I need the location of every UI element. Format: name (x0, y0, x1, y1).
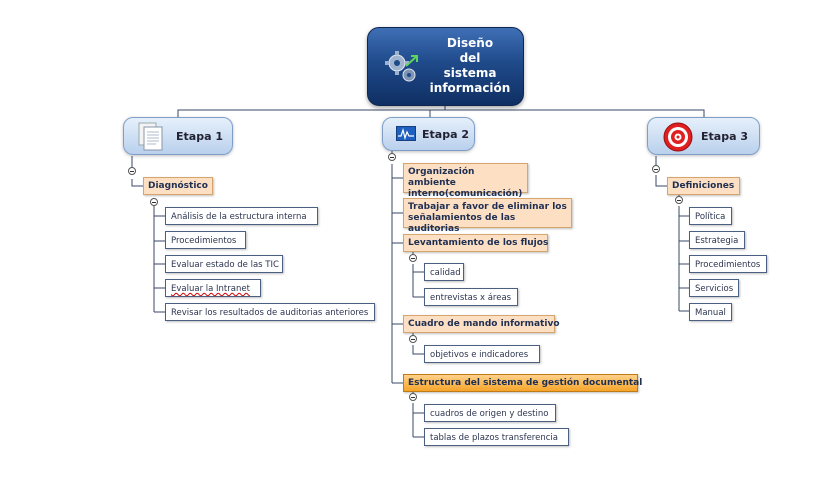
category-diagnostico[interactable]: Diagnóstico (143, 177, 213, 195)
stage-etapa-3[interactable]: Etapa 3 (647, 117, 760, 155)
list-item[interactable]: calidad (424, 263, 464, 281)
collapse-toggle[interactable] (652, 165, 660, 173)
collapse-toggle[interactable] (128, 167, 136, 175)
collapse-toggle[interactable] (388, 153, 396, 161)
category-label: Definiciones (672, 181, 735, 191)
item-label: cuadros de origen y destino (430, 409, 549, 419)
item-label: Procedimientos (695, 260, 761, 270)
list-item[interactable]: Análisis de la estructura interna (165, 207, 318, 225)
root-topic[interactable]: Diseño del sistema información (367, 27, 524, 106)
collapse-toggle[interactable] (150, 198, 158, 206)
list-item[interactable]: Procedimientos (689, 255, 767, 273)
list-item[interactable]: Manual (689, 303, 732, 321)
list-item[interactable]: Servicios (689, 279, 739, 297)
monitor-chart-icon (396, 126, 416, 141)
stage-label: Etapa 3 (701, 130, 748, 143)
collapse-toggle[interactable] (675, 196, 683, 204)
gears-icon (385, 51, 418, 82)
item-label: Política (695, 212, 726, 222)
stage-label: Etapa 1 (176, 130, 223, 143)
stage-etapa-1[interactable]: Etapa 1 (123, 117, 233, 155)
item-label: tablas de plazos transferencia (430, 433, 558, 443)
list-item[interactable]: Evaluar estado de las TIC (165, 255, 283, 273)
list-item[interactable]: cuadros de origen y destino (424, 404, 556, 422)
item-label: entrevistas x áreas (430, 293, 512, 303)
collapse-toggle[interactable] (409, 335, 417, 343)
collapse-toggle[interactable] (409, 393, 417, 401)
item-label: Evaluar la Intranet (171, 284, 250, 294)
category-label: Trabajar a favor de eliminar los señalam… (408, 202, 567, 234)
list-item[interactable]: entrevistas x áreas (424, 288, 518, 306)
collapse-toggle[interactable] (409, 254, 417, 262)
stage-etapa-2[interactable]: Etapa 2 (382, 117, 475, 151)
list-item[interactable]: Política (689, 207, 732, 225)
category-definiciones[interactable]: Definiciones (667, 177, 740, 195)
list-item[interactable]: Revisar los resultados de auditorias ant… (165, 303, 375, 321)
target-icon (663, 122, 693, 152)
item-label: Estrategia (695, 236, 739, 246)
list-item[interactable]: Procedimientos (165, 231, 246, 249)
root-title: Diseño del sistema información (429, 36, 511, 95)
category-label: Levantamiento de los flujos (408, 238, 549, 248)
category-label: Diagnóstico (148, 181, 208, 191)
list-item[interactable]: objetivos e indicadores (424, 345, 540, 363)
category-label: Cuadro de mando informativo (408, 319, 560, 329)
category-cuadro-mando[interactable]: Cuadro de mando informativo (403, 315, 560, 333)
item-label: Evaluar estado de las TIC (171, 260, 279, 270)
category-estructura[interactable]: Estructura del sistema de gestión docume… (403, 374, 642, 392)
list-item[interactable]: tablas de plazos transferencia (424, 428, 569, 446)
category-trabajar[interactable]: Trabajar a favor de eliminar los señalam… (403, 198, 572, 234)
item-label: Análisis de la estructura interna (171, 212, 307, 222)
category-levantamiento[interactable]: Levantamiento de los flujos (403, 234, 548, 252)
item-label: Revisar los resultados de auditorias ant… (171, 308, 369, 318)
document-icon (138, 122, 163, 151)
list-item[interactable]: Estrategia (689, 231, 745, 249)
category-label: Estructura del sistema de gestión docume… (408, 378, 643, 388)
item-label: calidad (430, 268, 461, 278)
item-label: Procedimientos (171, 236, 237, 246)
item-label: Manual (695, 308, 726, 318)
category-label: Organización ambiente interno(comunicaci… (408, 167, 523, 199)
stage-label: Etapa 2 (422, 128, 469, 141)
list-item[interactable]: Evaluar la Intranet (165, 279, 261, 297)
item-label: objetivos e indicadores (430, 350, 529, 360)
category-organizacion[interactable]: Organización ambiente interno(comunicaci… (403, 163, 528, 199)
item-label: Servicios (695, 284, 734, 294)
